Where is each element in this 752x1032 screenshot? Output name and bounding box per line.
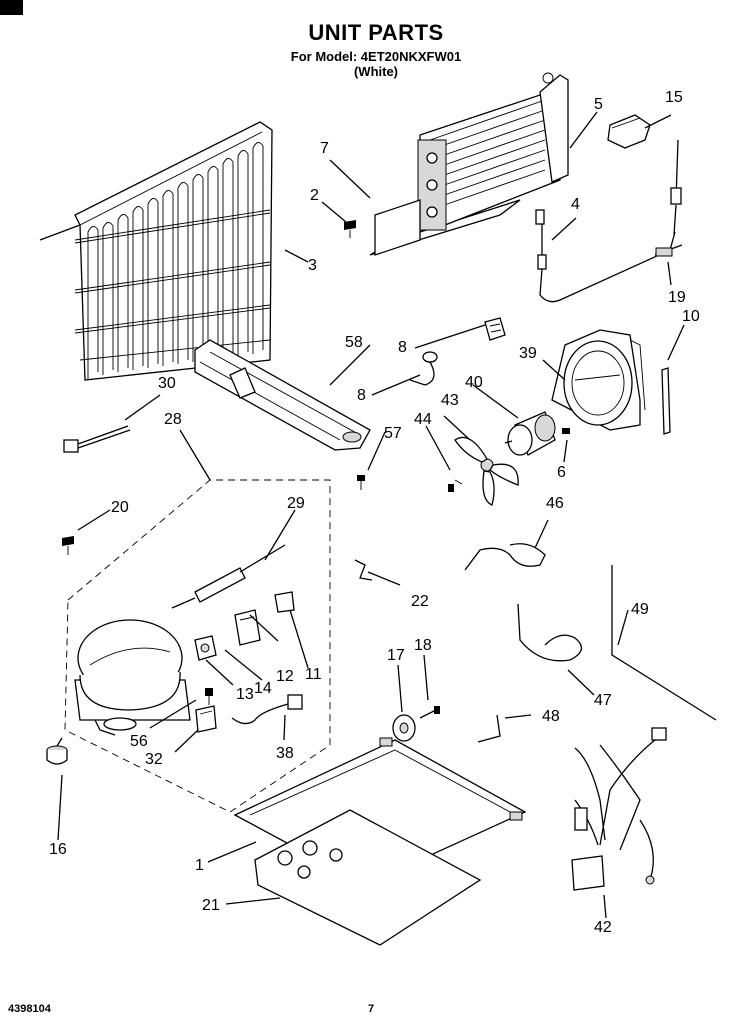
callout-22: 22 bbox=[411, 593, 429, 610]
fan-blade-illustration bbox=[448, 436, 519, 506]
leader-lines bbox=[57, 111, 685, 919]
callout-44: 44 bbox=[414, 411, 432, 428]
color-line: (White) bbox=[353, 64, 399, 79]
clip-illustration bbox=[484, 317, 506, 341]
callout-28: 28 bbox=[164, 411, 182, 428]
registration-mark bbox=[0, 0, 23, 15]
fan-motor-illustration bbox=[504, 411, 570, 456]
callout-16: 15 bbox=[665, 89, 683, 106]
power-cord-illustration bbox=[231, 694, 303, 725]
callout-17: 17 bbox=[387, 647, 405, 664]
callout-labels: 7 2 3 4 5 15 19 10 8 58 8 39 40 43 44 6 … bbox=[49, 89, 700, 936]
evaporator-coil-illustration bbox=[39, 121, 273, 381]
wire-harness-illustration bbox=[571, 727, 667, 891]
callout-2: 2 bbox=[310, 187, 319, 204]
callout-58: 58 bbox=[345, 334, 363, 351]
bracket-illustration bbox=[274, 591, 295, 613]
callout-5: 5 bbox=[594, 96, 603, 113]
callout-6: 6 bbox=[557, 464, 566, 481]
callout-57: 57 bbox=[384, 425, 402, 442]
overload-illustration bbox=[234, 609, 261, 646]
callout-11: 11 bbox=[305, 666, 322, 683]
model-line: For Model: 4ET20NKXFW01 bbox=[290, 49, 462, 64]
wire-lead-illustration bbox=[654, 139, 683, 257]
callout-10: 10 bbox=[682, 308, 700, 325]
compressor-foot-illustration bbox=[46, 737, 68, 765]
insulation-strip-illustration bbox=[661, 367, 671, 435]
page-number: 7 bbox=[368, 1003, 375, 1015]
callout-3: 3 bbox=[308, 257, 317, 274]
wire-clip-illustration bbox=[354, 559, 373, 581]
callout-1: 1 bbox=[195, 857, 204, 874]
callout-42: 42 bbox=[594, 919, 612, 936]
callout-48: 48 bbox=[542, 708, 560, 725]
callout-29: 29 bbox=[287, 495, 305, 512]
fan-shroud-illustration bbox=[551, 329, 646, 431]
screw-illustration bbox=[357, 475, 365, 490]
screw-illustration bbox=[344, 220, 356, 238]
grommet-illustration bbox=[409, 351, 438, 386]
callout-14: 16 bbox=[49, 841, 67, 858]
callout-8: 8 bbox=[357, 387, 366, 404]
callout-4: 4 bbox=[571, 196, 580, 213]
callout-19: 19 bbox=[668, 289, 686, 306]
callout-47: 47 bbox=[594, 692, 612, 709]
relay-illustration bbox=[194, 635, 217, 661]
callout-49: 49 bbox=[631, 601, 649, 618]
callout-20: 20 bbox=[111, 499, 129, 516]
defrost-thermostat-illustration bbox=[535, 209, 676, 303]
callout-13: 13 bbox=[236, 686, 254, 703]
callout-18: 18 bbox=[414, 637, 432, 654]
callout-46: 46 bbox=[546, 495, 564, 512]
callout-7: 7 bbox=[320, 140, 329, 157]
tubing-illustration bbox=[464, 543, 717, 743]
drier-illustration bbox=[171, 544, 286, 609]
callout-30: 30 bbox=[158, 375, 176, 392]
terminal-block-illustration bbox=[195, 705, 217, 733]
callout-32: 32 bbox=[145, 751, 163, 768]
callout-38: 38 bbox=[276, 745, 294, 762]
drain-trough-illustration bbox=[194, 339, 371, 451]
rear-wheel-illustration bbox=[392, 714, 416, 742]
page-title: UNIT PARTS bbox=[308, 20, 444, 45]
base-insulation-illustration bbox=[254, 809, 482, 946]
callout-15: 14 bbox=[254, 680, 272, 697]
callout-56: 56 bbox=[130, 733, 148, 750]
callout-40: 40 bbox=[465, 374, 483, 391]
callout-39: 39 bbox=[519, 345, 537, 362]
cable-tie-illustration bbox=[63, 425, 131, 453]
limiter-illustration bbox=[607, 114, 651, 149]
callout-43: 43 bbox=[441, 392, 459, 409]
compressor-illustration bbox=[74, 619, 191, 736]
defrost-heater-illustration bbox=[369, 72, 569, 256]
screw-illustration bbox=[205, 688, 213, 705]
callout-9: 8 bbox=[398, 339, 407, 356]
document-number: 4398104 bbox=[8, 1003, 51, 1015]
callout-12: 12 bbox=[276, 668, 294, 685]
screw-illustration bbox=[419, 706, 440, 719]
screw-illustration bbox=[62, 536, 74, 555]
callout-21: 21 bbox=[202, 897, 220, 914]
